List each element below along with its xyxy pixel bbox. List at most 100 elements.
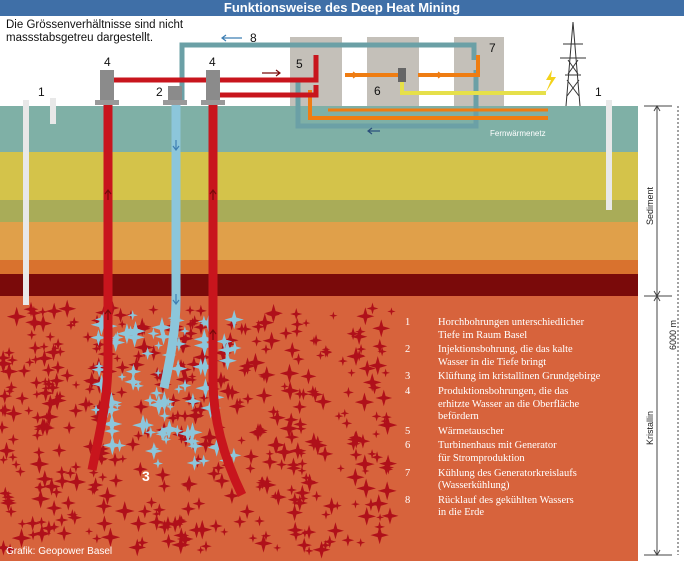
fracture-mark	[356, 307, 375, 326]
fracture-mark	[124, 373, 142, 391]
fracture-mark	[294, 388, 306, 400]
fracture-mark	[137, 504, 152, 519]
fracture-mark	[301, 472, 312, 484]
fracture-mark	[375, 389, 393, 407]
fracture-mark	[290, 307, 303, 321]
fracture-mark	[97, 443, 110, 455]
fracture-mark	[116, 323, 138, 345]
fracture-mark	[301, 318, 311, 328]
fracture-mark	[251, 319, 266, 334]
fracture-mark	[82, 438, 99, 455]
fracture-mark	[41, 363, 56, 377]
fracture-mark	[151, 317, 173, 338]
callout-return: 8	[250, 31, 257, 45]
fracture-mark	[54, 473, 71, 490]
fracture-mark	[103, 401, 120, 419]
fracture-mark	[84, 399, 94, 408]
fracture-mark	[98, 486, 117, 505]
fracture-mark	[356, 538, 366, 548]
fracture-mark	[295, 423, 307, 435]
fracture-mark	[90, 404, 102, 416]
fracture-mark	[144, 426, 157, 439]
fracture-mark	[96, 515, 113, 532]
fracture-mark	[154, 340, 164, 351]
fracture-mark	[34, 314, 53, 333]
fracture-mark	[349, 448, 363, 462]
fracture-mark	[15, 391, 29, 406]
fracture-mark	[143, 394, 157, 407]
fracture-mark	[227, 341, 242, 355]
fracture-mark	[355, 454, 375, 474]
fracture-mark	[337, 356, 348, 366]
fracture-mark	[30, 354, 41, 365]
fracture-mark	[290, 317, 304, 331]
fracture-mark	[314, 392, 332, 411]
fracture-mark	[25, 313, 44, 332]
fracture-mark	[334, 411, 344, 421]
fracture-mark	[67, 472, 87, 492]
fracture-mark	[188, 375, 197, 385]
fracture-mark	[135, 536, 149, 549]
fracture-mark	[165, 402, 175, 412]
fracture-mark	[35, 470, 54, 488]
legend-number: 8	[405, 494, 411, 506]
fracture-mark	[311, 490, 323, 502]
fracture-mark	[268, 409, 286, 427]
fracture-mark	[377, 481, 397, 501]
fracture-mark	[40, 377, 50, 386]
fracture-mark	[54, 390, 66, 402]
fracture-mark	[108, 473, 124, 488]
fracture-mark	[51, 443, 67, 458]
fracture-mark	[3, 346, 15, 359]
fracture-mark	[274, 442, 295, 462]
fracture-mark	[0, 539, 12, 556]
fracture-mark	[354, 392, 375, 412]
fracture-mark	[193, 328, 215, 350]
fracture-mark	[300, 528, 310, 538]
legend-text: Horchbohrungen unterschiedlicher Tiefe i…	[438, 317, 585, 341]
fracture-mark	[367, 380, 382, 395]
fracture-mark	[269, 488, 287, 506]
fracture-mark	[332, 501, 342, 511]
fracture-mark	[292, 399, 307, 415]
fracture-mark	[297, 466, 307, 476]
fracture-mark	[39, 407, 59, 427]
fracture-mark	[273, 543, 282, 552]
legend-text: Injektionsbohrung, die das kalte Wasser …	[438, 344, 573, 368]
fracture-mark	[173, 527, 190, 544]
fracture-mark	[155, 425, 169, 439]
fracture-mark	[301, 524, 317, 540]
fracture-mark	[180, 501, 196, 517]
fracture-mark	[267, 437, 284, 454]
fracture-mark	[150, 386, 164, 400]
fracture-mark	[177, 431, 194, 448]
legend-text: Wärmetauscher	[438, 425, 504, 437]
fracture-mark	[218, 351, 237, 371]
fracture-mark	[166, 515, 184, 533]
fracture-mark	[139, 417, 154, 432]
fracture-mark	[198, 392, 210, 404]
fracture-mark	[380, 411, 392, 423]
fracture-mark	[90, 443, 111, 464]
fracture-mark	[217, 340, 237, 360]
fracture-mark	[255, 313, 275, 332]
turbine-icon	[398, 68, 406, 82]
fracture-mark	[46, 500, 63, 517]
fracture-mark	[70, 461, 82, 473]
fracture-mark	[294, 484, 311, 502]
fracture-mark	[37, 384, 54, 402]
fracture-mark	[221, 337, 236, 352]
fracture-mark	[178, 379, 192, 393]
fracture-mark	[127, 310, 138, 321]
fracture-mark	[86, 483, 99, 496]
legend-number: 6	[405, 440, 411, 452]
fracture-mark	[107, 452, 123, 468]
fracture-mark	[175, 338, 192, 354]
fracture-mark	[17, 363, 32, 378]
fracture-mark	[280, 382, 289, 391]
fracture-mark	[31, 411, 44, 424]
fracture-mark	[67, 510, 82, 525]
fracture-mark	[213, 472, 231, 490]
fracture-mark	[51, 344, 60, 353]
